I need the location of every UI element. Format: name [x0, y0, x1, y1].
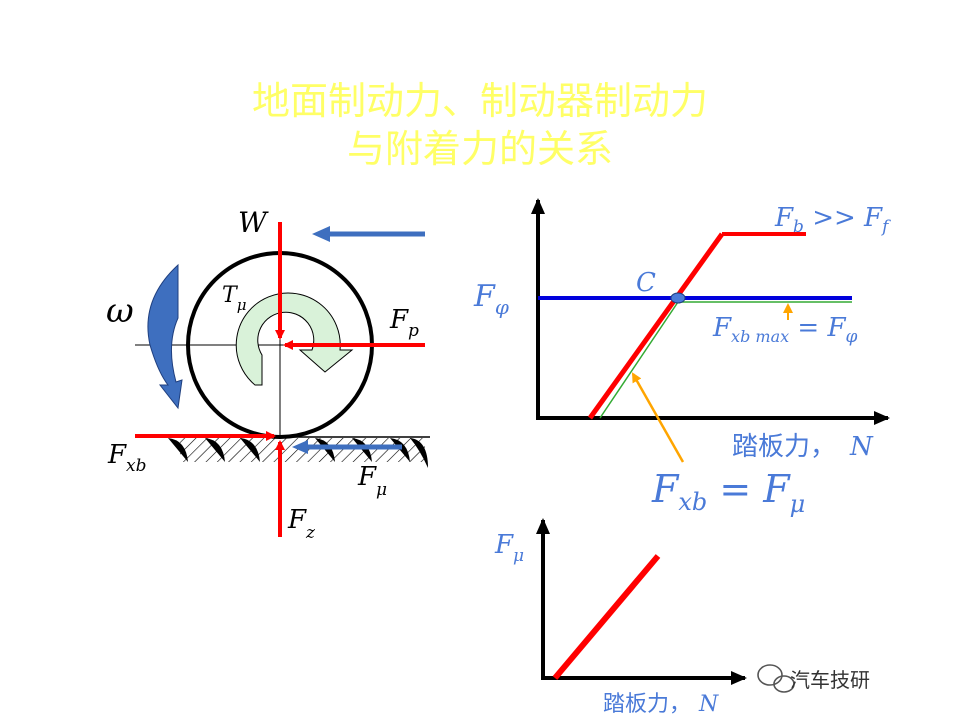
force-Fmu-arrow-head — [292, 440, 308, 454]
label-Fxb-eq-Fmu: Fxb = Fμ — [651, 467, 805, 518]
label-C: C — [636, 268, 656, 298]
omega-arrow — [147, 263, 183, 410]
upper-xlabel: 踏板力，N — [732, 432, 874, 462]
title-line-1: 地面制动力、制动器制动力 — [251, 79, 708, 123]
lower-plot: Fμ 踏板力，N — [494, 518, 747, 717]
label-W: W — [238, 206, 269, 239]
lower-fmu-line — [552, 554, 661, 680]
label-Fz: Fz — [287, 505, 316, 543]
label-Fxbmax: Fxb max = Fφ — [712, 313, 858, 347]
tread-teeth — [168, 438, 428, 468]
wheel-diagram: W Tμ ω Fp Fxb Fμ Fz — [106, 206, 430, 543]
label-Fp: Fp — [389, 305, 419, 341]
upper-plot: Fφ C Fb >> Ff Fxb max = Fφ 踏板力，N Fxb = F… — [473, 198, 891, 518]
motion-arrow-head — [312, 226, 330, 242]
label-omega: ω — [106, 291, 134, 331]
legend-Fb-Ff: Fb >> Ff — [774, 203, 891, 237]
title-line-2: 与附着力的关系 — [346, 127, 613, 171]
label-Fmu: Fμ — [357, 462, 387, 500]
label-Fphi: Fφ — [473, 279, 509, 319]
lower-xlabel: 踏板力，N — [603, 692, 719, 717]
label-Tmu: Tμ — [222, 283, 246, 314]
wechat-icon — [757, 664, 795, 693]
point-C — [670, 292, 686, 304]
watermark-text: 汽车技研 — [790, 668, 870, 692]
lower-ylabel: Fμ — [494, 530, 524, 566]
brake-force-line — [587, 232, 725, 420]
fxb-pointer — [631, 372, 685, 463]
label-Fxb: Fxb — [107, 440, 147, 476]
fxb-line — [599, 301, 679, 419]
